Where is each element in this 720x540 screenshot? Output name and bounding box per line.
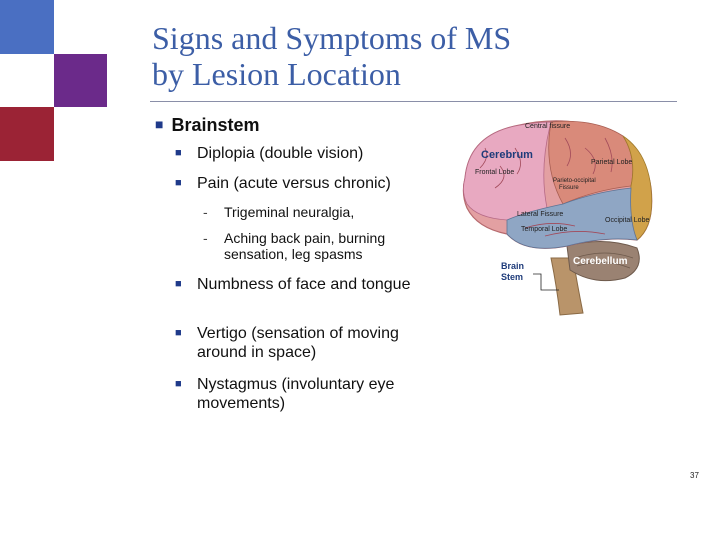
label-brain: Brain: [501, 261, 524, 271]
dash-bullet-icon: -: [203, 230, 208, 246]
title-line-1: Signs and Symptoms of MS: [152, 20, 512, 56]
square-bullet-icon: ■: [175, 378, 182, 390]
sulci-lines: [479, 137, 613, 237]
decor-square-red: [0, 107, 54, 161]
label-stem: Stem: [501, 272, 523, 282]
bullet-brainstem: ■ Brainstem: [155, 114, 260, 137]
brain-diagram: Central fissure Cerebrum Parietal Lobe F…: [462, 120, 653, 316]
label-temporal-lobe: Temporal Lobe: [521, 226, 567, 233]
label-fissure: Fissure: [559, 185, 579, 191]
label-lateral-fissure: Lateral Fissure: [517, 211, 563, 218]
decor-square-purple: [54, 54, 107, 107]
temporal-lobe-region: [506, 187, 638, 249]
decor-square-blue: [0, 0, 54, 54]
dash-bullet-icon: -: [203, 204, 208, 220]
subbullet-trigeminal: - Trigeminal neuralgia,: [203, 204, 355, 220]
frontal-lobe-region: [463, 121, 552, 221]
slide-title: Signs and Symptoms of MS by Lesion Locat…: [152, 20, 692, 92]
label-cerebellum: Cerebellum: [573, 256, 628, 267]
label-occipital-lobe: Occipital Lobe: [605, 217, 649, 224]
label-central-fissure: Central fissure: [525, 123, 570, 130]
title-divider: [150, 101, 677, 102]
square-bullet-icon: ■: [175, 327, 182, 339]
square-bullet-icon: ■: [175, 278, 182, 290]
label-parieto-occipital: Parieto-occipital: [553, 178, 596, 184]
bullet-brainstem-text: Brainstem: [171, 115, 260, 135]
bullet-vertigo: ■ Vertigo (sensation of moving around in…: [175, 325, 399, 361]
label-parietal-lobe: Parietal Lobe: [591, 159, 632, 166]
label-cerebrum: Cerebrum: [481, 149, 533, 161]
cerebellum-shape: [566, 240, 640, 282]
square-bullet-icon: ■: [175, 177, 182, 189]
brain-stem-pointer: [533, 273, 559, 291]
bullet-pain: ■ Pain (acute versus chronic): [175, 175, 391, 192]
cerebellum-folds: [574, 252, 634, 269]
label-frontal-lobe: Frontal Lobe: [475, 169, 514, 176]
bullet-diplopia: ■ Diplopia (double vision): [175, 145, 364, 162]
square-bullet-icon: ■: [155, 116, 164, 132]
title-line-2: by Lesion Location: [152, 56, 401, 92]
bullet-numbness: ■ Numbness of face and tongue: [175, 276, 411, 293]
bullet-nystagmus: ■ Nystagmus (involuntary eye movements): [175, 376, 395, 412]
square-bullet-icon: ■: [175, 147, 182, 159]
page-number: 37: [690, 471, 699, 480]
subbullet-back-pain: - Aching back pain, burning sensation, l…: [203, 230, 386, 262]
